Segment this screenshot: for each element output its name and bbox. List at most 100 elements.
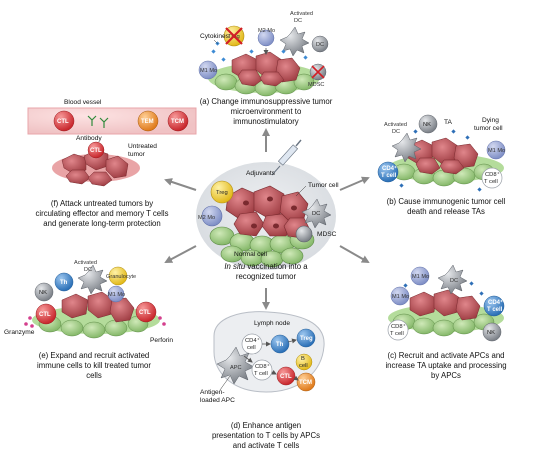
panel-a-caption-line1: (a) Change immunosuppressive tumor	[200, 97, 333, 106]
panel-d-antigen-apc-label-1: Antigen-	[200, 389, 225, 396]
panel-d: Lymph node CD4⁺ cell Th Treg B cell APC …	[200, 311, 325, 450]
panel-f-ctl-tumor-label: CTL	[90, 148, 102, 154]
panel-b-cd4-label-2: T cell	[381, 173, 397, 179]
panel-f-ctl-cell	[53, 110, 75, 132]
panel-c-tumor-cells	[409, 289, 481, 321]
panel-a-cytokines-label: Cytokines	[200, 33, 230, 40]
center-caption-line2: recognized tumor	[236, 272, 297, 281]
panel-e-th-cell	[54, 272, 74, 292]
panel-d-cd4-label-1: CD4⁺	[245, 337, 260, 344]
center-mdsc-cell	[295, 225, 313, 243]
center-treg-cell	[210, 180, 234, 204]
panel-a-m2-cell	[257, 29, 275, 47]
panel-e-caption-line2: immune cells to kill treated tumor	[37, 361, 151, 370]
center-tumor: Treg M2 Mo DC Adjuvants Tumor cell MDSC …	[196, 139, 339, 281]
panel-d-cd8-cell	[251, 359, 273, 381]
panel-e-activated-label: Activated	[74, 260, 97, 266]
panel-b-tumor-cells	[407, 137, 479, 175]
panel-e-tumor-cells	[61, 291, 135, 323]
normal-cells	[209, 226, 315, 268]
panel-d-cd4-label-2: cell	[247, 345, 256, 351]
arrow-to-b	[339, 176, 370, 191]
center-adjuvants-label: Adjuvants	[246, 170, 276, 177]
panel-e-m1-label: M1 Mo	[108, 292, 125, 298]
panel-a-tumor-cells	[231, 51, 301, 87]
panel-c-cd8-cell	[387, 319, 409, 341]
panel-d-lymph-node-label: Lymph node	[254, 320, 290, 327]
panel-c-m1-left-label: M1 Mo	[392, 294, 409, 300]
panel-c-dc-top-cell	[437, 264, 468, 295]
panel-f-caption-line3: and generate long-term protection	[43, 219, 160, 228]
panel-f-caption-line2: circulating effector and memory T cells	[35, 209, 168, 218]
panel-c-m1-top-cell	[410, 266, 430, 286]
panel-d-treg-cell	[296, 328, 316, 348]
panel-b-nk-cell	[418, 114, 438, 134]
panel-a-dc-right-label: DC	[316, 42, 324, 48]
center-tumor-cell-label: Tumor cell	[308, 182, 339, 189]
panel-d-ctl-label: CTL	[280, 374, 292, 380]
panel-e-perforin-label: Perforin	[150, 337, 173, 344]
flow-arrows	[164, 128, 370, 310]
panel-e-nk-cell	[34, 282, 54, 302]
panel-a-inhibit-x-icon	[225, 27, 243, 45]
panel-b-cd4-cell	[377, 161, 399, 183]
panel-d-antigen-apc-label-2: loaded APC	[200, 397, 235, 404]
panel-b-caption-line1: (b) Cause immunogenic tumor cell	[387, 197, 506, 206]
panel-d-th-cell	[270, 334, 290, 354]
center-normal-cell-label: Normal cell	[234, 251, 268, 258]
center-dc-label: DC	[312, 211, 320, 217]
panel-e-dc-label: DC	[84, 267, 92, 273]
panel-b-antigens	[399, 129, 482, 192]
center-caption-line1: In situ vaccination into a	[224, 262, 308, 271]
syringe-icon	[271, 139, 302, 176]
panel-c-caption-line1: (c) Recruit and activate APCs and	[387, 351, 504, 360]
panel-d-cd8-label-1: CD8⁺	[255, 363, 270, 370]
panel-f-blood-vessel-label: Blood vessel	[64, 99, 102, 106]
panel-c-cd4-cell	[483, 295, 505, 317]
center-m2-cell	[201, 205, 223, 227]
panel-b: NK TA Dying tumor cell Activated DC M1 M…	[377, 114, 506, 216]
panel-e-m1-cell	[107, 285, 125, 303]
panel-e-granulocyte-cell	[108, 266, 128, 286]
panel-b-cd8-cell	[481, 167, 503, 189]
arrow-to-e	[164, 245, 197, 263]
panel-e-nk-label: NK	[39, 290, 47, 296]
panel-f-ctl-label: CTL	[57, 119, 69, 125]
panel-d-treg-label: Treg	[300, 336, 313, 342]
panel-d-caption-line1: (d) Enhance antigen	[231, 421, 301, 430]
panel-a-caption-line2: microenvironment to	[231, 107, 302, 116]
panel-a-dc-cell	[279, 26, 310, 57]
panel-e-caption-line3: cells	[86, 371, 102, 380]
panel-e-granzyme-label: Granzyme	[4, 329, 35, 336]
panel-b-ta-label: TA	[444, 119, 453, 126]
panel-e-ctl-left-label: CTL	[39, 312, 51, 318]
panel-a-dc-label: DC	[294, 18, 302, 24]
panel-b-cd4-label-1: CD4⁺	[382, 165, 397, 172]
panel-e-perforin-dots	[158, 316, 166, 326]
arrow-to-c	[339, 245, 370, 263]
panel-a-activated-label: Activated	[290, 11, 313, 17]
panel-c-nk-label: NK	[487, 330, 495, 336]
center-mdsc-label: MDSC	[317, 231, 337, 238]
panel-c-cd8-label-2: T cell	[390, 331, 404, 337]
panel-e-ctl-right-cell	[135, 301, 157, 323]
panel-f-tem-label: TEM	[141, 119, 154, 125]
panel-b-dying-label-2: tumor cell	[474, 125, 503, 132]
panel-e-dc-cell	[77, 264, 108, 295]
panel-d-caption-line3: and activate T cells	[233, 441, 300, 450]
panel-f-caption-line1: (f) Attack untreated tumors by	[51, 199, 153, 208]
panel-b-cd8-label-1: CD8⁺	[485, 171, 500, 178]
panel-e-caption-line1: (e) Expand and recruit activated	[39, 351, 150, 360]
panel-c-nk-cell	[482, 322, 502, 342]
panel-f-untreated-label-2: tumor	[128, 151, 146, 158]
panel-d-tcm-cell	[296, 372, 316, 392]
panel-c-m1-left-cell	[390, 286, 410, 306]
panel-a-m2-label: M2 Mo	[258, 28, 275, 34]
panel-b-dc-label: DC	[392, 129, 400, 135]
panel-e: Activated DC Granulocyte M1 Mo NK Th CTL…	[4, 260, 173, 380]
panel-c-antigens	[403, 281, 484, 296]
panel-e-ctl-right-label: CTL	[139, 310, 151, 316]
panel-b-m1-label: M1 Mo	[488, 148, 505, 154]
panel-d-b-label-2: cell	[299, 363, 308, 369]
